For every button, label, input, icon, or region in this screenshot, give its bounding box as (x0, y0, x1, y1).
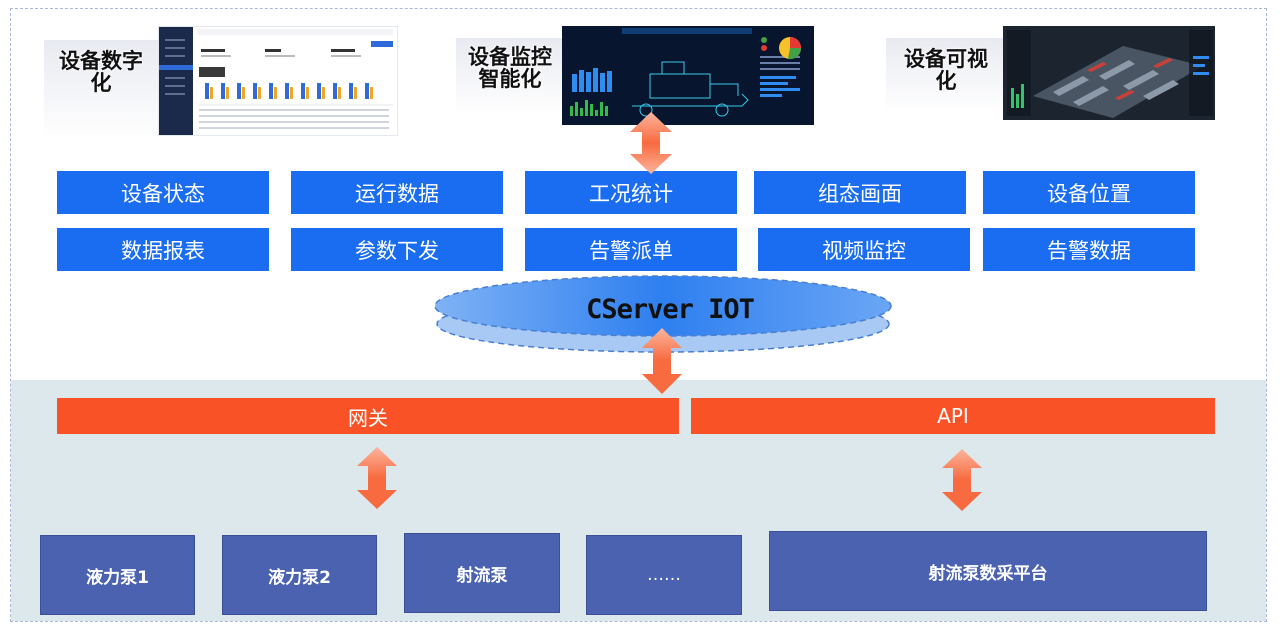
gateway-bar: 网关 (57, 398, 679, 434)
card1-label-line2: 化 (90, 71, 112, 95)
function-alarm-dispatch: 告警派单 (525, 228, 737, 271)
bidirectional-arrow-icon (642, 328, 682, 394)
warehouse-3d-screenshot (1003, 26, 1215, 120)
bidirectional-arrow-icon (630, 112, 672, 174)
function-running-data: 运行数据 (291, 171, 503, 214)
function-condition-stats: 工况统计 (525, 171, 737, 214)
card2-label-line1: 设备监控 (468, 45, 552, 69)
device-jet-pump-data-platform: 射流泵数采平台 (769, 531, 1207, 611)
function-device-location: 设备位置 (983, 171, 1195, 214)
card2-label-line2: 智能化 (478, 67, 542, 91)
function-video-monitor: 视频监控 (758, 228, 970, 271)
card1-glow (44, 40, 164, 140)
card3-label: 设备可视 化 (894, 48, 998, 92)
device-hydraulic-pump-2: 液力泵2 (222, 535, 377, 615)
card3-label-line2: 化 (935, 69, 957, 93)
card3-glow (886, 38, 1004, 112)
function-alarm-data: 告警数据 (983, 228, 1195, 271)
function-data-report: 数据报表 (57, 228, 269, 271)
function-scada-view: 组态画面 (754, 171, 966, 214)
api-bar: API (691, 398, 1215, 434)
bidirectional-arrow-icon (942, 449, 982, 511)
function-param-dispatch: 参数下发 (291, 228, 503, 271)
card3-label-line1: 设备可视 (904, 47, 988, 71)
device-hydraulic-pump-1: 液力泵1 (40, 535, 195, 615)
device-more-ellipsis: …… (586, 535, 742, 615)
dashboard-screenshot-light (158, 26, 398, 136)
function-device-status: 设备状态 (57, 171, 269, 214)
device-jet-pump: 射流泵 (404, 533, 560, 613)
monitoring-screenshot-dark (562, 26, 814, 125)
core-platform-disc (434, 275, 892, 353)
card2-glow (456, 38, 566, 114)
card2-label: 设备监控 智能化 (460, 46, 560, 90)
core-platform-label: CServer IOT (586, 294, 755, 325)
card1-label: 设备数字 化 (50, 50, 152, 94)
diagram-frame (10, 8, 1267, 622)
bidirectional-arrow-icon (357, 447, 397, 509)
card1-label-line1: 设备数字 (59, 49, 143, 73)
